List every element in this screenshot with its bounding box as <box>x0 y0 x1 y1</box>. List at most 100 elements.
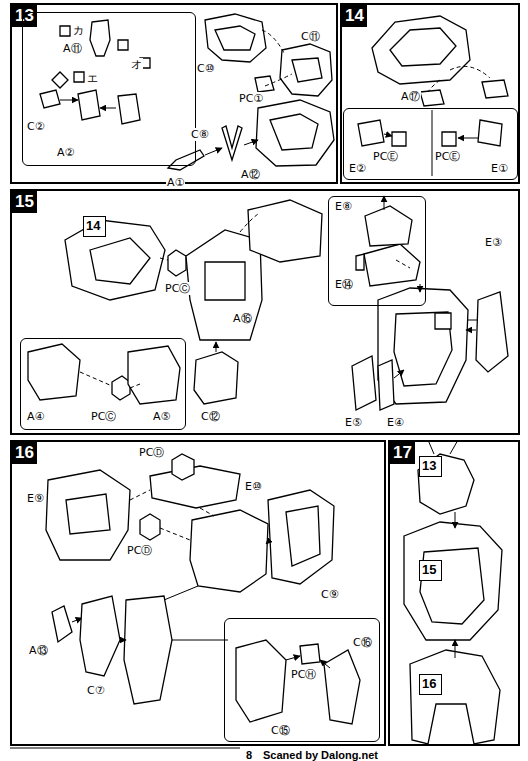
part-outline <box>365 206 412 246</box>
direction-arrow <box>100 108 116 109</box>
part-label: E② <box>348 162 367 175</box>
part-outline <box>364 244 420 286</box>
part-outline <box>118 94 140 124</box>
subassembly-box: 13 <box>419 456 442 477</box>
part-outline <box>78 90 100 120</box>
direction-arrow <box>384 196 385 210</box>
step-number: 13 <box>12 5 37 27</box>
part-outline <box>205 262 245 300</box>
assembly-line <box>396 260 410 268</box>
part-outline <box>66 494 110 534</box>
part-label: カ <box>72 24 85 37</box>
assembly-line <box>80 372 112 386</box>
part-label: C⑯ <box>352 636 373 649</box>
direction-arrow <box>455 640 456 658</box>
part-outline <box>168 250 186 276</box>
subassembly-number: 16 <box>422 676 436 691</box>
assembly-line <box>130 490 150 500</box>
part-label: A④ <box>26 410 45 423</box>
direction-arrow <box>455 512 456 528</box>
part-outline <box>128 346 180 404</box>
assembly-line <box>160 528 190 540</box>
part-outline <box>140 514 160 540</box>
part-outline <box>190 510 268 592</box>
guide-line <box>164 586 198 600</box>
assembly-line <box>428 80 440 92</box>
part-label: A⑫ <box>240 168 261 181</box>
step-number: 16 <box>12 442 37 464</box>
step-number: 17 <box>390 442 415 464</box>
part-label: C② <box>26 120 46 133</box>
subassembly-number: 14 <box>86 218 100 233</box>
part-outline <box>280 44 332 96</box>
part-label: A① <box>166 176 185 189</box>
part-outline <box>478 120 502 146</box>
part-outline <box>90 238 150 284</box>
part-outline <box>482 80 508 98</box>
part-outline <box>372 16 470 84</box>
part-outline <box>236 640 286 722</box>
detail-inset: A⑪カオエC②A② <box>22 12 196 166</box>
direction-arrow <box>286 656 300 660</box>
part-label: A⑬ <box>28 644 49 657</box>
step-panel: 13A⑪カオエC②A② <box>10 3 338 184</box>
assembly-line <box>262 30 285 55</box>
part-outline <box>65 220 165 300</box>
step-panel: 14PCⒺE②PCⒺE① <box>340 3 520 184</box>
page-footer: Scaned by Dalong.net <box>262 749 379 761</box>
part-label: A② <box>56 146 75 159</box>
part-label: PCⒺ <box>372 150 399 163</box>
part-label: PCⒸ <box>164 282 191 295</box>
part-outline <box>60 26 70 36</box>
part-label: E⑤ <box>344 416 363 429</box>
assembly-line <box>265 74 292 86</box>
part-outline <box>28 344 80 400</box>
guide-line <box>172 640 228 641</box>
part-outline <box>118 40 128 50</box>
step-panel: 1514A④PCⒸA⑤E⑧E⑭ <box>10 189 520 435</box>
part-outline <box>124 596 172 704</box>
part-outline <box>52 606 72 642</box>
part-label: A⑯ <box>232 312 253 325</box>
part-outline <box>40 90 60 108</box>
direction-arrow <box>320 660 330 668</box>
part-outline <box>324 650 360 724</box>
part-outline <box>390 28 456 66</box>
part-label: C⑦ <box>86 684 106 697</box>
part-outline <box>90 20 110 56</box>
part-outline <box>286 506 320 566</box>
part-label: A⑤ <box>152 410 171 423</box>
part-outline <box>292 58 322 82</box>
step-panel: 17 13 15 16 <box>388 440 520 746</box>
part-label: オ <box>130 58 143 71</box>
detail-inset: E⑧ E⑭ <box>328 196 426 306</box>
subassembly-box: 14 <box>83 216 106 237</box>
direction-arrow <box>466 330 476 331</box>
subassembly-number: 15 <box>422 562 436 577</box>
part-label: エ <box>86 72 99 85</box>
assembly-line <box>240 214 258 232</box>
direction-arrow <box>394 370 404 378</box>
part-outline <box>476 292 508 372</box>
part-label: E⑧ <box>334 200 353 213</box>
direction-arrow <box>458 138 478 139</box>
part-label: PCⒺ <box>434 150 461 163</box>
direction-arrow <box>205 148 222 155</box>
part-label: E⑨ <box>26 492 45 505</box>
direction-arrow <box>120 640 126 641</box>
assembly-line <box>200 508 214 516</box>
detail-inset: PCⒽC⑯C⑮ <box>224 618 380 742</box>
direction-arrow <box>216 342 217 352</box>
part-label: PCⒽ <box>290 668 317 681</box>
part-outline <box>112 376 130 400</box>
part-outline <box>194 352 238 404</box>
part-label: E⑩ <box>244 480 263 493</box>
step-number: 14 <box>342 5 367 27</box>
part-outline <box>52 72 68 88</box>
part-label: E⑭ <box>334 278 354 291</box>
subassembly-number: 13 <box>422 458 436 473</box>
